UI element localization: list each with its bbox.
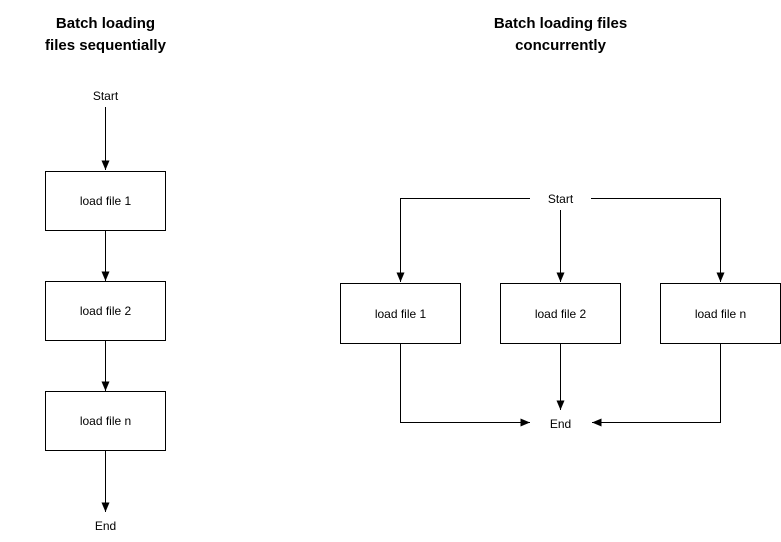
conc-merge-filen-to-end	[592, 344, 721, 427]
node-label: load file n	[694, 306, 747, 321]
node-label: load file n	[79, 414, 132, 428]
conc-start-label: Start	[530, 192, 591, 206]
seq-node-load-file-n: load file n	[45, 391, 166, 451]
seq-start-label: Start	[75, 89, 136, 103]
seq-node-load-file-1: load file 1	[45, 171, 166, 231]
seq-diagram-title: Batch loading files sequentially	[45, 15, 166, 54]
conc-node-load-file-1: load file 1	[340, 283, 461, 344]
conc-branch-start-to-file1	[396, 198, 537, 282]
node-label: load file 2	[534, 306, 587, 321]
node-label: load file 2	[79, 304, 132, 318]
seq-node-load-file-2: load file 2	[45, 281, 166, 341]
conc-diagram-title: Batch loading files concurrently	[493, 15, 628, 54]
conc-branch-start-to-filen	[583, 198, 725, 282]
seq-end-label: End	[75, 519, 136, 533]
node-label: load file 1	[374, 306, 427, 321]
conc-node-load-file-2: load file 2	[500, 283, 621, 344]
conc-node-load-file-n: load file n	[660, 283, 781, 344]
conc-merge-file1-to-end	[400, 344, 530, 427]
conc-end-label: End	[530, 417, 591, 431]
node-label: load file 1	[79, 194, 132, 208]
